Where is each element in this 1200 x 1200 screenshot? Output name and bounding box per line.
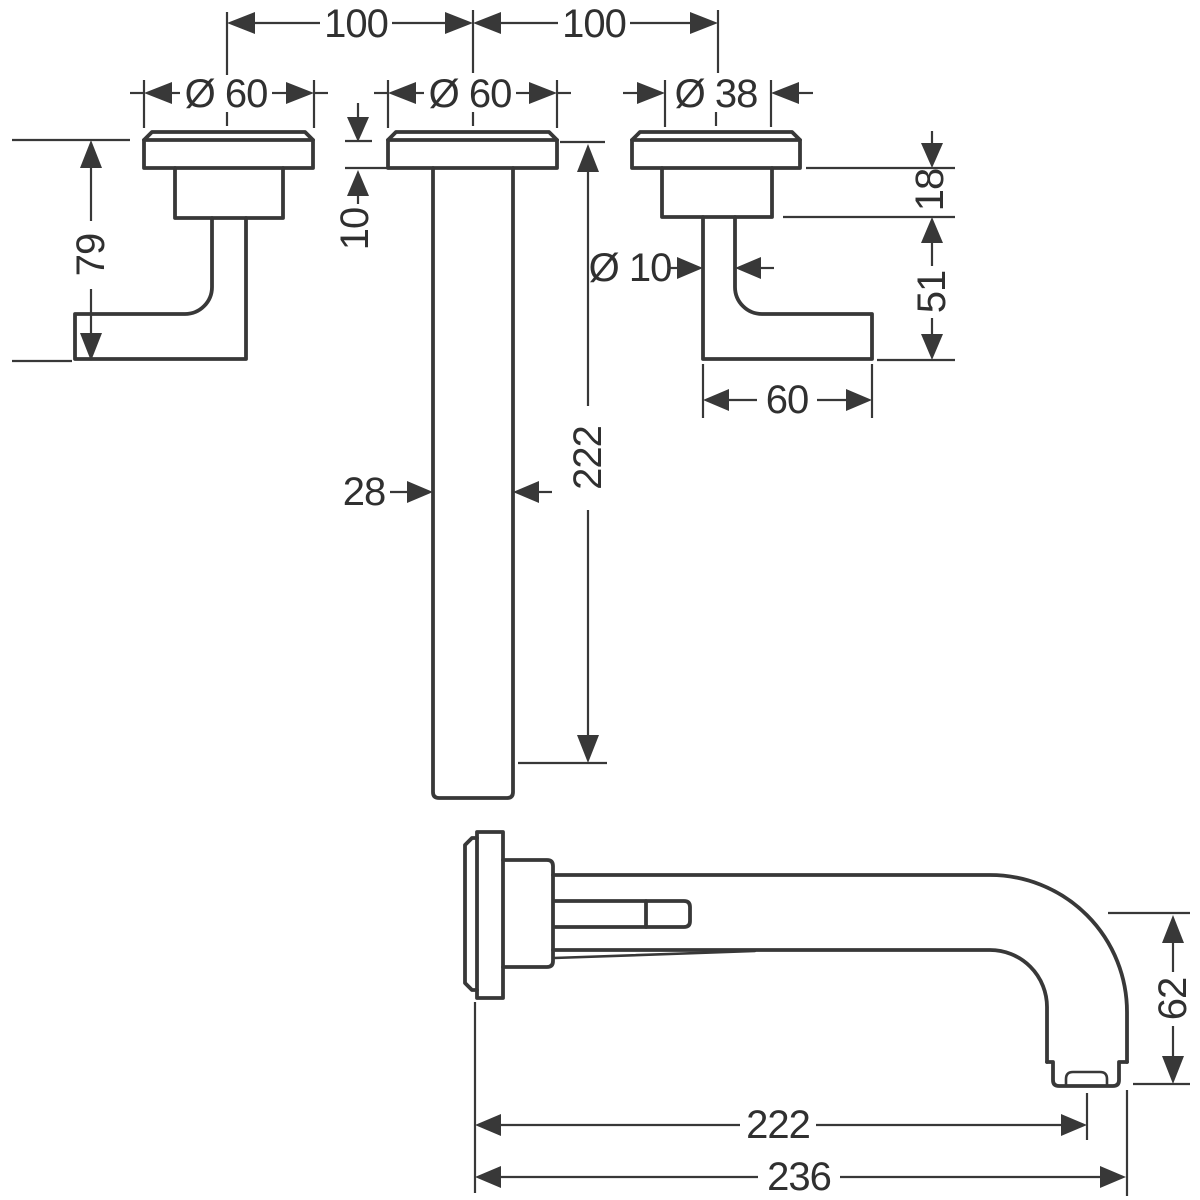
dimension-arrow xyxy=(735,257,761,279)
rosette-plate xyxy=(630,138,802,170)
dim-tube-dia: 28 xyxy=(343,470,552,514)
dimension-arrow xyxy=(1061,1114,1087,1136)
supply-tube xyxy=(431,166,515,800)
dim-handle-height: 79 xyxy=(12,138,130,363)
dimension-arrow xyxy=(846,389,872,411)
aerator-ring xyxy=(1064,1070,1109,1088)
right-handle-front-view xyxy=(630,130,874,361)
dim-label-lever-length: 60 xyxy=(766,378,809,422)
dim-label-stem-dia: Ø 10 xyxy=(589,246,672,290)
dimension-arrow xyxy=(921,143,943,168)
dimension-arrow xyxy=(513,481,539,503)
dim-spout-total-length: 236 xyxy=(475,1090,1129,1199)
dimension-arrow xyxy=(529,82,557,104)
dim-label-neck-depth: 18 xyxy=(908,169,952,212)
dim-pitch-right: 100 xyxy=(473,2,720,73)
dim-label-dia-neck-right: Ø 38 xyxy=(675,72,758,116)
rosette-neck xyxy=(660,166,774,219)
dimension-arrow xyxy=(445,12,473,34)
dim-dia-neck-right: Ø 38 xyxy=(623,72,813,127)
escutcheon-disc xyxy=(475,830,505,1000)
dim-label-lever-drop: 51 xyxy=(910,271,954,314)
handle-lever xyxy=(73,216,248,361)
dim-label-dia-rosette-middle: Ø 60 xyxy=(429,72,512,116)
dim-spout-height: 62 xyxy=(1108,911,1195,1086)
dimension-arrow xyxy=(144,82,172,104)
dim-label-tube-length: 222 xyxy=(566,426,610,490)
dim-lever-length: 60 xyxy=(701,364,874,422)
dim-dia-rosette-left: Ø 60 xyxy=(130,72,328,128)
dimension-arrow xyxy=(347,170,369,196)
spout-side-view xyxy=(463,830,1129,1088)
dimension-arrow xyxy=(388,82,416,104)
dim-stem-dia: Ø 10 xyxy=(589,246,774,290)
dim-label-dia-rosette-left: Ø 60 xyxy=(185,72,268,116)
dimension-arrow xyxy=(921,217,943,243)
dimension-arrow xyxy=(407,481,433,503)
spout-arm-top xyxy=(551,873,1129,1064)
handle-lever xyxy=(701,215,874,361)
dim-label-pitch-left: 100 xyxy=(324,2,388,46)
left-handle-front-view xyxy=(73,130,315,361)
dimension-arrow xyxy=(475,1114,501,1136)
dimension-arrow xyxy=(286,82,314,104)
dim-spout-reach: 222 xyxy=(473,1002,1089,1193)
spout-escutcheon-front-view xyxy=(386,130,559,800)
dim-label-pitch-right: 100 xyxy=(562,2,626,46)
aerator-tip xyxy=(1045,1060,1129,1088)
dim-label-spout-total-length: 236 xyxy=(767,1155,831,1199)
dim-rosette-depth: 10 xyxy=(333,103,388,250)
dim-pitch-left: 100 xyxy=(225,2,475,75)
spout-arm-bottom xyxy=(551,948,1049,1064)
rosette-plate xyxy=(386,138,559,170)
rosette-bevel xyxy=(630,130,802,142)
spout-hub xyxy=(501,858,555,969)
wall-cover-plate xyxy=(463,836,479,992)
rosette-plate xyxy=(142,138,315,170)
connector-body xyxy=(553,899,692,929)
dim-dia-rosette-middle: Ø 60 xyxy=(374,72,571,128)
rosette-bevel xyxy=(142,130,315,142)
dim-neck-depth-and-lever-drop: 18 51 xyxy=(783,131,955,362)
dim-label-rosette-depth: 10 xyxy=(333,208,377,251)
dimension-arrow xyxy=(347,117,369,142)
rosette-neck xyxy=(173,166,285,220)
dim-tube-length: 222 xyxy=(518,140,610,765)
dimension-arrow xyxy=(577,735,599,763)
dimension-arrow xyxy=(1162,915,1184,943)
dimension-arrow xyxy=(677,257,703,279)
dim-label-spout-reach: 222 xyxy=(746,1103,810,1147)
dimension-arrow xyxy=(475,1166,501,1188)
dim-label-spout-height: 62 xyxy=(1151,978,1195,1021)
dimension-arrow xyxy=(1162,1056,1184,1084)
spout-underside-seam xyxy=(552,949,757,960)
dimension-arrow xyxy=(703,389,729,411)
dimension-arrow xyxy=(921,334,943,360)
dimension-arrow xyxy=(771,82,799,104)
dimension-arrow xyxy=(1100,1166,1126,1188)
dim-label-handle-height: 79 xyxy=(69,234,113,277)
dimension-arrow xyxy=(473,12,501,34)
dimension-arrow xyxy=(80,333,102,361)
dimension-arrow xyxy=(227,12,255,34)
dimension-arrow xyxy=(690,12,718,34)
dimension-arrow xyxy=(577,144,599,172)
dimension-arrow xyxy=(637,82,665,104)
dimension-arrow xyxy=(80,140,102,168)
dim-label-tube-dia: 28 xyxy=(343,470,386,514)
rosette-bevel xyxy=(386,130,559,142)
